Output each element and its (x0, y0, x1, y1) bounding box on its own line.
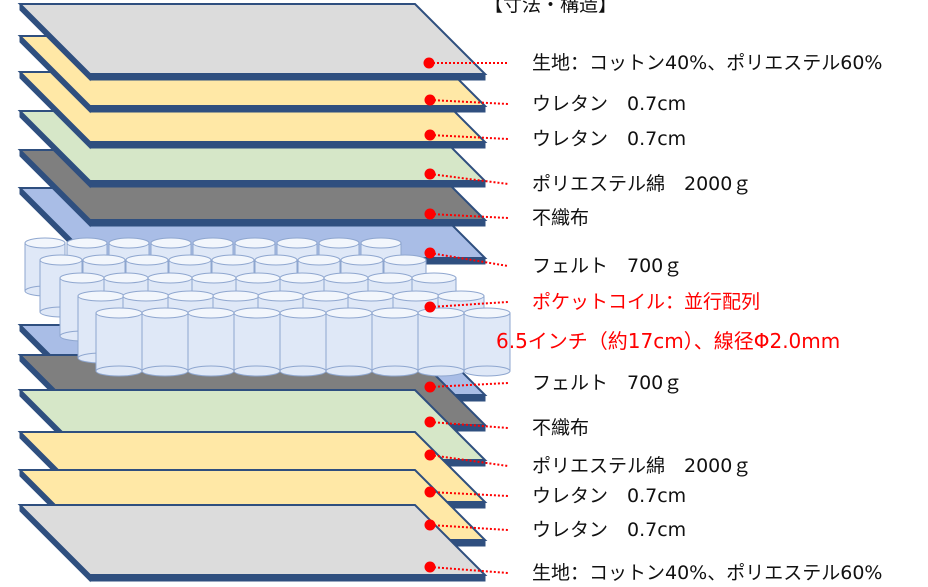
bottom-cover-layer-leader-line (429, 566, 509, 574)
bottom-cover-layer-label: 生地：コットン40%、ポリエステル60% (532, 562, 883, 584)
bottom-polyester-wadding-leader-line (429, 454, 509, 467)
pocket-coil-cylinder (233, 307, 281, 377)
top-urethane-1-marker-dot (424, 94, 436, 106)
top-felt-label: フェルト 700ｇ (532, 255, 683, 277)
pocket-coil-cylinder (325, 307, 373, 377)
bottom-felt-marker-dot (424, 381, 436, 393)
bottom-urethane-2-leader-line (429, 524, 509, 531)
top-cover-layer-plate (17, 2, 488, 82)
top-cover-layer-marker-dot (423, 57, 435, 69)
bottom-nonwoven-label: 不織布 (532, 417, 590, 439)
top-polyester-wadding-label: ポリエステル綿 2000ｇ (532, 173, 752, 195)
bottom-cover-layer-plate (17, 503, 488, 583)
top-nonwoven-label: 不織布 (532, 207, 590, 229)
top-nonwoven-marker-dot (424, 208, 436, 220)
bottom-cover-layer-marker-dot (424, 561, 436, 573)
pocket-coil-cylinder (463, 307, 511, 377)
bottom-urethane-2-label: ウレタン 0.7cm (532, 519, 687, 541)
bottom-felt-label: フェルト 700ｇ (532, 372, 683, 394)
pocket-coil-marker-dot (424, 301, 436, 313)
top-polyester-wadding-marker-dot (424, 168, 436, 180)
top-urethane-2-marker-dot (424, 129, 436, 141)
top-urethane-1-leader-line (429, 99, 509, 105)
pocket-coil-label: ポケットコイル：並行配列 (532, 291, 761, 313)
partial-title: 【寸法・構造】 (484, 0, 618, 16)
bottom-polyester-wadding-marker-dot (424, 449, 436, 461)
bottom-urethane-2-marker-dot (424, 519, 436, 531)
top-polyester-wadding-leader-line (429, 173, 509, 185)
pocket-coil-cylinder (371, 307, 419, 377)
bottom-urethane-1-marker-dot (424, 486, 436, 498)
top-urethane-1-label: ウレタン 0.7cm (532, 93, 687, 115)
top-urethane-2-label: ウレタン 0.7cm (532, 128, 687, 150)
bottom-polyester-wadding-label: ポリエステル綿 2000ｇ (532, 455, 752, 477)
pocket-coil-cylinder (279, 307, 327, 377)
top-felt-leader-line (429, 252, 509, 267)
bottom-nonwoven-leader-line (429, 421, 509, 429)
top-felt-marker-dot (424, 247, 436, 259)
top-cover-layer-label: 生地：コットン40%、ポリエステル60% (532, 52, 883, 74)
pocket-coil-spec-label: 6.5インチ（約17cm）、線径Φ2.0mm (496, 329, 841, 353)
pocket-coil-leader-line (429, 301, 509, 308)
pocket-coil-cylinder (141, 307, 189, 377)
bottom-nonwoven-marker-dot (424, 416, 436, 428)
top-urethane-2-leader-line (429, 134, 509, 140)
pocket-coil-cylinder (417, 307, 465, 377)
bottom-felt-leader-line (429, 382, 509, 388)
bottom-urethane-1-leader-line (429, 491, 509, 497)
top-nonwoven-leader-line (429, 213, 509, 219)
pocket-coil-cylinder (95, 307, 143, 377)
bottom-urethane-1-label: ウレタン 0.7cm (532, 485, 687, 507)
pocket-coil-cylinder (187, 307, 235, 377)
